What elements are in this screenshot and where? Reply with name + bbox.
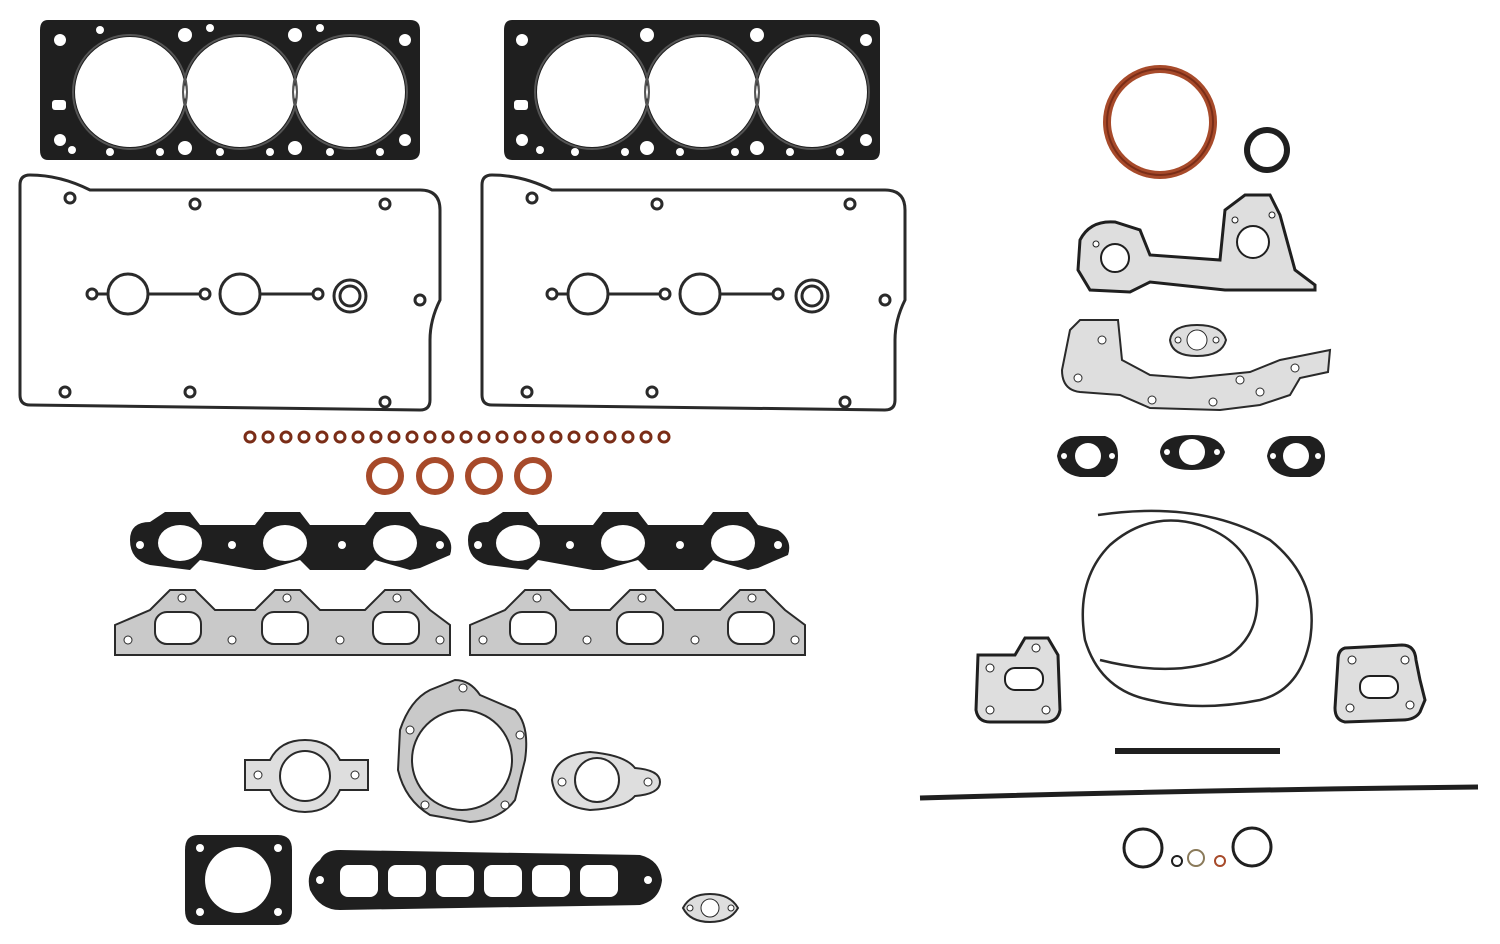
small-flange-gasket [550,750,662,812]
plenum-gasket [308,850,662,910]
spark-plug-tube-seals [366,457,552,495]
valve-cover-gasket-left [18,173,442,412]
rear-main-seal [1103,65,1217,179]
oil-cooler-gasket-left [974,636,1062,724]
front-seal [1244,127,1290,173]
valve-cover-gasket-right [480,173,907,412]
exhaust-manifold-gasket-left [114,589,451,656]
valve-stem-seals [243,430,671,444]
timing-cover-gasket [1076,193,1317,294]
egr-gasket [244,738,369,814]
cylinder-head-gasket-right [504,20,880,160]
rubber-strip-long [919,784,1479,801]
oil-pump-gasket [1060,319,1332,412]
rtv-cord-seal [1081,509,1313,708]
rubber-strip-short [1115,748,1280,754]
throttle-body-gasket [185,835,292,925]
exhaust-manifold-gasket-right [469,589,806,656]
cylinder-head-gasket-left [40,20,420,160]
intake-manifold-gasket-left [130,512,452,570]
water-pump-gasket [396,678,528,824]
o-rings [1122,826,1273,869]
tiny-flange-gasket [681,892,740,924]
coolant-flange-gaskets [1057,435,1325,477]
intake-manifold-gasket-right [468,512,790,570]
oil-cooler-gasket-right [1333,643,1427,724]
thermostat-gasket [1168,323,1228,358]
